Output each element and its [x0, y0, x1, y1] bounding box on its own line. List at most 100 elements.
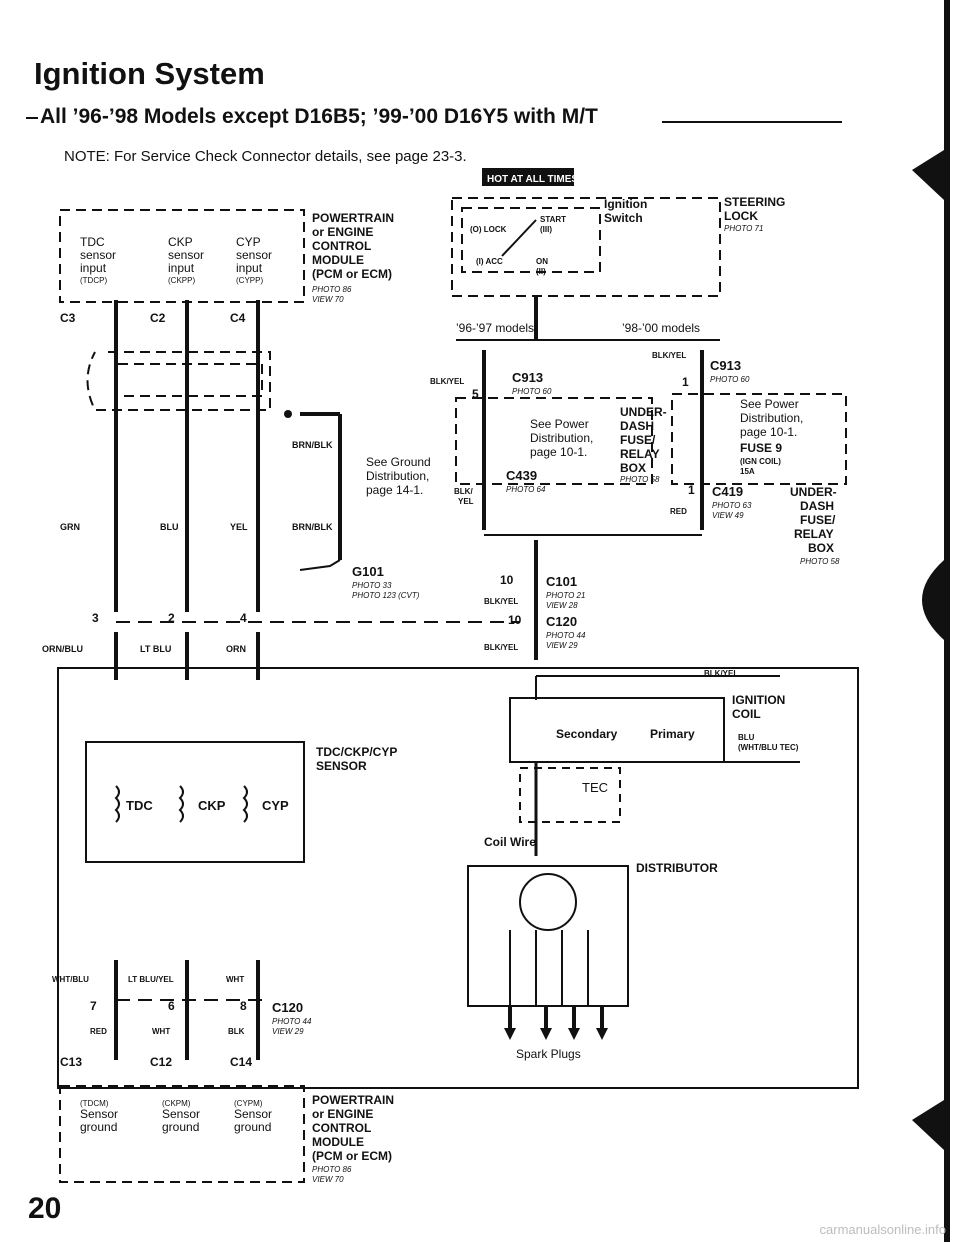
sensor-name-1: TDC/CKP/CYP	[316, 745, 397, 759]
fuse-right-box-1: UNDER-	[790, 485, 837, 499]
ground-wire-label-2: BRN/BLK	[292, 522, 333, 532]
ground-see-2: Distribution,	[366, 469, 429, 483]
fuse-left-box-5: BOX	[620, 461, 646, 475]
wire-label-blu: BLU	[160, 522, 179, 532]
plug-arrow-2	[540, 1028, 552, 1040]
sensor-box	[85, 741, 305, 863]
input-tdc-4: (TDCP)	[80, 276, 107, 285]
fuse-right-c913-photo: PHOTO 60	[710, 375, 750, 384]
ground-path	[299, 559, 341, 571]
ground-cyp-2: Sensor	[234, 1107, 272, 1121]
conn-c14: C14	[230, 1055, 252, 1069]
switch-arm	[501, 219, 537, 257]
coil-name-2: COIL	[732, 707, 761, 721]
ecm-top-view: VIEW 70	[312, 295, 344, 304]
c120-bottom-pin-8: 8	[240, 999, 247, 1013]
input-cyp-1: CYP	[236, 235, 261, 249]
fuse-right-wire-label: BLK/YEL	[652, 351, 686, 360]
fuse-right-box-3: FUSE/	[800, 513, 836, 527]
models-98-00: ’98-’00 models	[622, 321, 700, 335]
binding-tab-1	[912, 150, 944, 200]
fuse-right-box-4: RELAY	[794, 527, 834, 541]
coil-primary: Primary	[650, 727, 695, 741]
shield-inner	[118, 363, 263, 397]
c101-name: C101	[546, 574, 577, 589]
ignition-switch-inner	[461, 207, 601, 273]
fuse-left-box-4: RELAY	[620, 447, 660, 461]
plug-arrow-1	[504, 1028, 516, 1040]
fuse-right-see-2: Distribution,	[740, 411, 803, 425]
c120-bottom-view: VIEW 29	[272, 1027, 304, 1036]
fuse-left-box-photo: PHOTO 58	[620, 475, 660, 484]
fuse-left-box-3: FUSE/	[620, 433, 656, 447]
hot-label-box	[482, 168, 574, 186]
ign-start-2: (III)	[540, 225, 552, 234]
pin-4: 4	[240, 611, 247, 625]
input-tdc-2: sensor	[80, 248, 116, 262]
fuse-left-box-2: DASH	[620, 419, 654, 433]
distributor-box	[467, 865, 629, 1007]
binding-edge	[912, 0, 950, 1242]
ground-tdc-2: Sensor	[80, 1107, 118, 1121]
fuse-left-see-1: See Power	[530, 417, 589, 431]
wire-label-wht: WHT	[226, 975, 244, 984]
distributor-label: DISTRIBUTOR	[636, 861, 718, 875]
fuse-left-see-3: page 10-1.	[530, 445, 587, 459]
hot-label: HOT AT ALL TIMES	[487, 174, 578, 185]
binding-tab-3	[912, 1100, 944, 1150]
c101-pin: 10	[500, 573, 514, 587]
page-title: Ignition System	[34, 56, 265, 91]
ecm-top-name-2: or ENGINE	[312, 225, 373, 239]
c101-wire: BLK/YEL	[484, 597, 518, 606]
fuse-left-pin: 5	[472, 387, 479, 401]
ign-acc: (I) ACC	[476, 257, 503, 266]
ecm-bottom-box	[59, 1085, 305, 1183]
fuse-right-c419-pin: 1	[688, 483, 695, 497]
fuse-left-box	[455, 397, 653, 485]
ecm-bottom-name-1: POWERTRAIN	[312, 1093, 394, 1107]
plug-arrow-4	[596, 1028, 608, 1040]
ign-switch-name-1: Ignition	[604, 197, 647, 211]
ecm-bottom-name-4: MODULE	[312, 1135, 364, 1149]
input-cyp-3: input	[236, 261, 263, 275]
c120-top-pin: 10	[508, 613, 522, 627]
conn-c4: C4	[230, 311, 246, 325]
wire-label-red: RED	[90, 1027, 107, 1036]
c120-top-photo: PHOTO 44	[546, 631, 586, 640]
models-96-97: ’96-’97 models	[456, 321, 534, 335]
ign-on-2: (II)	[536, 267, 546, 276]
ground-ckp-3: ground	[162, 1120, 199, 1134]
sensor-tdc: TDC	[126, 798, 153, 813]
c120-bottom-pin-6: 6	[168, 999, 175, 1013]
fuse-right-c419-photo: PHOTO 63	[712, 501, 752, 510]
input-tdc-3: input	[80, 261, 107, 275]
coil-supply-wire: BLK/YEL	[704, 669, 738, 678]
steering-lock-1: STEERING	[724, 195, 785, 209]
ecm-bottom-photo: PHOTO 86	[312, 1165, 352, 1174]
ecm-top-box	[59, 209, 305, 303]
plug-arrow-3	[568, 1028, 580, 1040]
fuse-right-c419: C419	[712, 484, 743, 499]
sensor-assembly-box	[57, 667, 859, 1089]
sensor-name-2: SENSOR	[316, 759, 367, 773]
fuse-right-see-3: page 10-1.	[740, 425, 797, 439]
input-cyp-2: sensor	[236, 248, 272, 262]
fuse-right-fuse: FUSE 9	[740, 441, 782, 455]
input-cyp-4: (CYPP)	[236, 276, 263, 285]
fuse-right-fuse-sub-1: (IGN COIL)	[740, 457, 781, 466]
sensor-ckp: CKP	[198, 798, 226, 813]
fuse-left-out-1: BLK/	[454, 487, 473, 496]
ground-wire-label-1: BRN/BLK	[292, 440, 333, 450]
ecm-top-name-4: MODULE	[312, 253, 364, 267]
conn-c13: C13	[60, 1055, 82, 1069]
ecm-top-name-3: CONTROL	[312, 239, 371, 253]
wire-label-lt-blu: LT BLU	[140, 644, 171, 654]
ground-photo-2: PHOTO 123 (CVT)	[352, 591, 420, 600]
tec-box	[519, 767, 621, 823]
fuse-right-see-1: See Power	[740, 397, 799, 411]
fuse-left-out-2: YEL	[458, 497, 474, 506]
steering-photo: PHOTO 71	[724, 224, 763, 233]
ground-photo: PHOTO 33	[352, 581, 392, 590]
coil-out-wire-2: (WHT/BLU TEC)	[738, 743, 799, 752]
